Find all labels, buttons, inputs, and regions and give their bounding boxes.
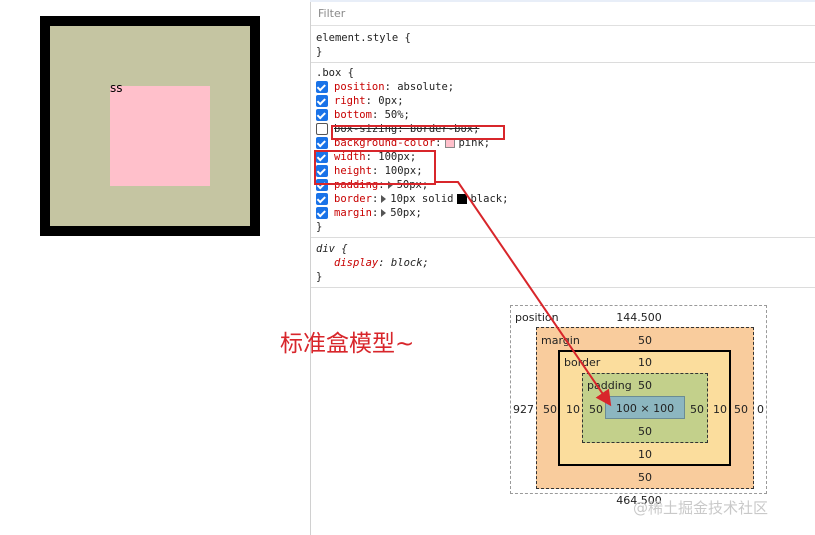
prop-border: border: 10px solid black;	[316, 192, 815, 206]
prop-name[interactable]: margin	[334, 207, 372, 219]
prop-padding-checkbox[interactable]	[316, 179, 328, 191]
prop-value[interactable]: absolute;	[397, 81, 455, 93]
border-right-value[interactable]: 10	[713, 403, 727, 416]
prop-name[interactable]: padding	[334, 179, 379, 191]
element-style-rule: element.style { }	[311, 26, 815, 63]
border-bottom-value[interactable]: 10	[638, 448, 652, 461]
expand-triangle-icon[interactable]	[381, 195, 387, 203]
prop-name: display	[334, 257, 379, 269]
expand-triangle-icon[interactable]	[387, 181, 393, 189]
rule-close-brace: }	[316, 221, 323, 233]
annotation-width-height-highlight	[314, 150, 436, 185]
prop-value[interactable]: 100px;	[378, 151, 417, 163]
demo-box-text: ss	[110, 81, 123, 95]
margin-right-value[interactable]: 50	[734, 403, 748, 416]
position-bottom-value[interactable]: 464.500	[616, 494, 662, 507]
filter-input[interactable]	[318, 7, 518, 20]
annotation-box-sizing-highlight	[331, 125, 505, 140]
prop-name[interactable]: width	[334, 151, 366, 163]
margin-label: margin	[541, 334, 580, 347]
element-style-selector[interactable]: element.style {	[316, 32, 411, 44]
prop-border-checkbox[interactable]	[316, 193, 328, 205]
filter-bar	[310, 0, 815, 26]
ua-rule-selector: div {	[316, 243, 348, 255]
prop-name[interactable]: border	[334, 193, 372, 205]
prop-height-checkbox[interactable]	[316, 165, 328, 177]
demo-box-content	[110, 86, 210, 186]
margin-top-value[interactable]: 50	[638, 334, 652, 347]
color-swatch-icon[interactable]	[457, 194, 468, 204]
padding-right-value[interactable]: 50	[690, 403, 704, 416]
prop-position: position: absolute;	[316, 80, 815, 94]
padding-bottom-value[interactable]: 50	[638, 425, 652, 438]
prop-width: width: 100px;	[316, 150, 815, 164]
rule-close-brace: }	[316, 46, 323, 58]
box-model-content[interactable]	[605, 396, 685, 419]
demo-box-border: ss	[40, 16, 260, 236]
prop-padding: padding: 50px;	[316, 178, 815, 192]
prop-name[interactable]: right	[334, 95, 366, 107]
prop-name[interactable]: position	[334, 81, 385, 93]
prop-bottom-checkbox[interactable]	[316, 109, 328, 121]
prop-value[interactable]: pink;	[458, 137, 491, 149]
position-left-value[interactable]: 927	[513, 403, 534, 416]
prop-value: block;	[390, 257, 429, 269]
prop-height: height: 100px;	[316, 164, 815, 178]
margin-bottom-value[interactable]: 50	[638, 471, 652, 484]
demo-box-margin-area: ss	[50, 26, 250, 226]
prop-background-color: background-color: pink;	[316, 136, 815, 150]
box-rule-selector[interactable]: .box {	[316, 67, 354, 79]
prop-background-color-checkbox[interactable]	[316, 137, 328, 149]
prop-value[interactable]: 50px;	[390, 207, 422, 219]
position-top-value[interactable]: 144.500	[616, 311, 662, 324]
content-size-value[interactable]: 100 × 100	[615, 402, 675, 415]
prop-bottom: bottom: 50%;	[316, 108, 815, 122]
prop-value[interactable]: 50%;	[384, 109, 410, 121]
prop-name[interactable]: height	[334, 165, 372, 177]
prop-box-sizing-checkbox[interactable]	[316, 123, 328, 135]
box-rule: .box { position: absolute; right: 0px; b…	[311, 63, 815, 238]
prop-margin: margin: 50px;	[316, 206, 815, 220]
prop-width-checkbox[interactable]	[316, 151, 328, 163]
padding-top-value[interactable]: 50	[638, 379, 652, 392]
watermark: @稀土掘金技术社区	[633, 499, 769, 517]
prop-margin-checkbox[interactable]	[316, 207, 328, 219]
prop-position-checkbox[interactable]	[316, 81, 328, 93]
position-right-value[interactable]: 0	[757, 403, 764, 416]
annotation-text: 标准盒模型~	[280, 331, 415, 357]
user-agent-rule: div { display: block; }	[311, 238, 815, 288]
prop-right: right: 0px;	[316, 94, 815, 108]
rule-close-brace: }	[316, 271, 323, 283]
prop-name[interactable]: bottom	[334, 109, 372, 121]
border-left-value[interactable]: 10	[566, 403, 580, 416]
expand-triangle-icon[interactable]	[381, 209, 387, 217]
prop-value[interactable]: 50px;	[396, 179, 429, 191]
prop-name[interactable]: background-color	[334, 137, 436, 149]
prop-value[interactable]: 0px;	[378, 95, 404, 107]
border-top-value[interactable]: 10	[638, 356, 652, 369]
ua-prop-display: display: block;	[316, 256, 815, 270]
prop-value[interactable]: 100px;	[384, 165, 423, 177]
prop-right-checkbox[interactable]	[316, 95, 328, 107]
prop-value[interactable]: 10px solid	[390, 193, 454, 205]
prop-value-color[interactable]: black;	[470, 193, 509, 205]
box-model-position	[510, 305, 767, 494]
margin-left-value[interactable]: 50	[543, 403, 557, 416]
